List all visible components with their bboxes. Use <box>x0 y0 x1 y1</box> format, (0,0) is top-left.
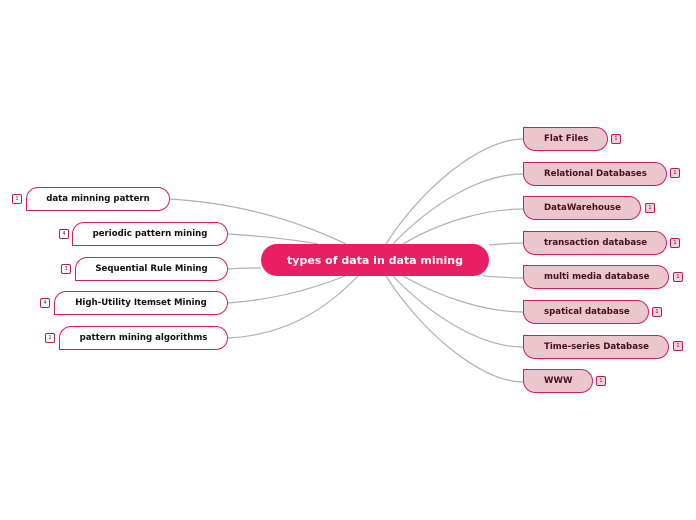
topic-pattern-mining-algorithms[interactable]: pattern mining algorithms <box>59 326 228 350</box>
link-periodic-pattern-mining <box>227 233 319 245</box>
topic-label: data minning pattern <box>46 194 150 204</box>
link-sequential-rule-mining <box>227 267 262 270</box>
link-high-utility-itemset-mining <box>227 275 346 304</box>
count-badge[interactable]: 1 <box>670 168 680 178</box>
count-badge[interactable]: 1 <box>673 341 683 351</box>
count-badge[interactable]: 1 <box>673 272 683 282</box>
link-flat-files <box>385 138 524 245</box>
topic-label: transaction database <box>544 238 648 248</box>
link-relational-databases <box>392 173 524 245</box>
count-badge[interactable]: 4 <box>59 229 69 239</box>
link-spatical-database <box>402 275 524 313</box>
topic-label: multi media database <box>544 272 650 282</box>
topic-label: WWW <box>544 376 573 386</box>
count-badge[interactable]: 1 <box>45 333 55 343</box>
topic-periodic-pattern-mining[interactable]: periodic pattern mining <box>72 222 228 246</box>
topic-sequential-rule-mining[interactable]: Sequential Rule Mining <box>75 257 228 281</box>
topic-label: Flat Files <box>544 134 589 144</box>
count-badge[interactable]: 1 <box>611 134 621 144</box>
topic-label: High-Utility Itemset Mining <box>75 298 207 308</box>
count-badge[interactable]: 1 <box>652 307 662 317</box>
topic-spatical-database[interactable]: spatical database <box>523 300 649 324</box>
count-badge[interactable]: 1 <box>12 194 22 204</box>
link-datawarehouse <box>402 208 524 245</box>
topic-high-utility-itemset-mining[interactable]: High-Utility Itemset Mining <box>54 291 228 315</box>
topic-label: Time-series Database <box>544 342 649 352</box>
topic-relational-databases[interactable]: Relational Databases <box>523 162 667 186</box>
link-www <box>385 275 524 383</box>
topic-datawarehouse[interactable]: DataWarehouse <box>523 196 641 220</box>
link-transaction-database <box>488 242 524 246</box>
topic-label: DataWarehouse <box>544 203 621 213</box>
topic-label: spatical database <box>544 307 630 317</box>
topic-time-series-database[interactable]: Time-series Database <box>523 335 669 359</box>
topic-multi-media-database[interactable]: multi media database <box>523 265 669 289</box>
count-badge[interactable]: 1 <box>670 238 680 248</box>
topic-flat-files[interactable]: Flat Files <box>523 127 608 151</box>
count-badge[interactable]: 1 <box>645 203 655 213</box>
link-multi-media-database <box>482 275 524 279</box>
topic-transaction-database[interactable]: transaction database <box>523 231 667 255</box>
link-data-minning-pattern <box>168 198 347 245</box>
link-time-series-database <box>392 275 524 348</box>
count-badge[interactable]: 1 <box>596 376 606 386</box>
topic-label: Relational Databases <box>544 169 647 179</box>
topic-label: pattern mining algorithms <box>79 333 208 343</box>
topic-label: Sequential Rule Mining <box>95 264 208 274</box>
topic-label: periodic pattern mining <box>92 229 208 239</box>
central-topic-label: types of data in data mining <box>287 253 463 267</box>
topic-www[interactable]: WWW <box>523 369 593 393</box>
link-pattern-mining-algorithms <box>227 275 359 339</box>
count-badge[interactable]: 4 <box>40 298 50 308</box>
topic-data-minning-pattern[interactable]: data minning pattern <box>26 187 170 211</box>
count-badge[interactable]: 3 <box>61 264 71 274</box>
central-topic[interactable]: types of data in data mining <box>261 244 489 276</box>
